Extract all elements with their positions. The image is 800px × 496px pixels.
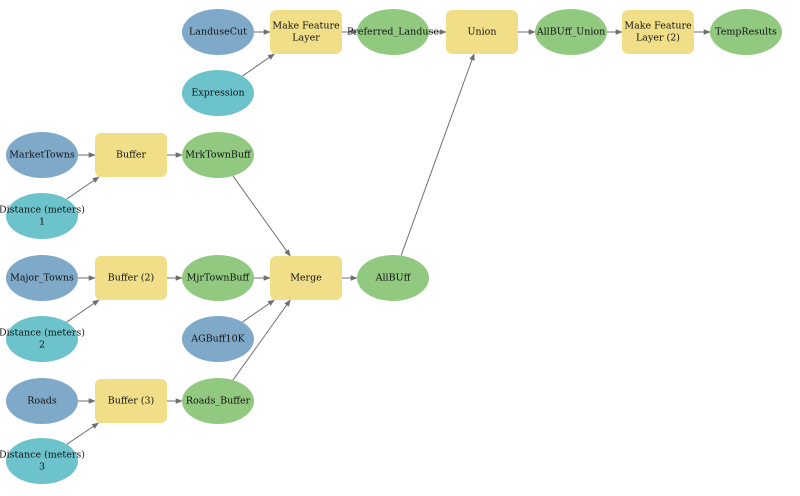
tool-box <box>622 10 694 54</box>
tool-box <box>95 133 167 177</box>
input-ellipse <box>6 255 78 301</box>
output-ellipse <box>182 378 254 424</box>
node-tempresults[interactable]: TempResults <box>710 9 782 55</box>
node-major-towns[interactable]: Major_Towns <box>6 255 78 301</box>
output-ellipse <box>357 9 429 55</box>
tool-box <box>270 256 342 300</box>
tool-box <box>446 10 518 54</box>
input-ellipse <box>6 316 78 362</box>
input-ellipse <box>6 132 78 178</box>
input-ellipse <box>182 9 254 55</box>
output-ellipse <box>710 9 782 55</box>
tool-box <box>95 256 167 300</box>
output-ellipse <box>357 255 429 301</box>
input-ellipse <box>182 316 254 362</box>
tool-box <box>270 10 342 54</box>
edge-distance_1-to-buffer <box>66 176 100 200</box>
edge-distance_3-to-buffer_3 <box>66 422 99 445</box>
tool-box <box>95 379 167 423</box>
output-ellipse <box>535 9 607 55</box>
node-distance-1[interactable]: Distance (meters)1 <box>0 193 85 239</box>
input-ellipse <box>6 193 78 239</box>
node-mrktownbuff[interactable]: MrkTownBuff <box>182 132 254 178</box>
node-landusecut[interactable]: LanduseCut <box>182 9 254 55</box>
output-ellipse <box>182 132 254 178</box>
edge-roads_buffer-to-merge <box>232 299 291 381</box>
node-distance-3[interactable]: Distance (meters)3 <box>0 438 85 484</box>
node-merge[interactable]: Merge <box>270 256 342 300</box>
node-buffer[interactable]: Buffer <box>95 133 167 177</box>
node-buffer-3[interactable]: Buffer (3) <box>95 379 167 423</box>
node-expression[interactable]: Expression <box>182 70 254 116</box>
output-ellipse <box>182 255 254 301</box>
edge-allbuff-to-union <box>400 53 475 256</box>
input-ellipse <box>182 70 254 116</box>
node-allbuff-union[interactable]: AllBUff_Union <box>535 9 607 55</box>
node-agbuff10k[interactable]: AGBuff10K <box>182 316 254 362</box>
node-allbuff[interactable]: AllBUff <box>357 255 429 301</box>
node-roads-buffer[interactable]: Roads_Buffer <box>182 378 254 424</box>
edge-distance_2-to-buffer_2 <box>66 299 100 323</box>
input-ellipse <box>6 438 78 484</box>
node-mjrtownbuff[interactable]: MjrTownBuff <box>182 255 254 301</box>
node-roads[interactable]: Roads <box>6 378 78 424</box>
node-markettowns[interactable]: MarketTowns <box>6 132 78 178</box>
node-union[interactable]: Union <box>446 10 518 54</box>
edges-layer <box>66 29 711 445</box>
node-buffer-2[interactable]: Buffer (2) <box>95 256 167 300</box>
node-distance-2[interactable]: Distance (meters)2 <box>0 316 85 362</box>
node-preferred-landuse[interactable]: Preferred_Landuse <box>347 9 439 55</box>
edge-expression-to-make_feature_layer <box>242 53 275 77</box>
edge-mrktownbuff-to-merge <box>232 175 291 257</box>
edge-agbuff10k-to-merge <box>242 299 275 323</box>
input-ellipse <box>6 378 78 424</box>
